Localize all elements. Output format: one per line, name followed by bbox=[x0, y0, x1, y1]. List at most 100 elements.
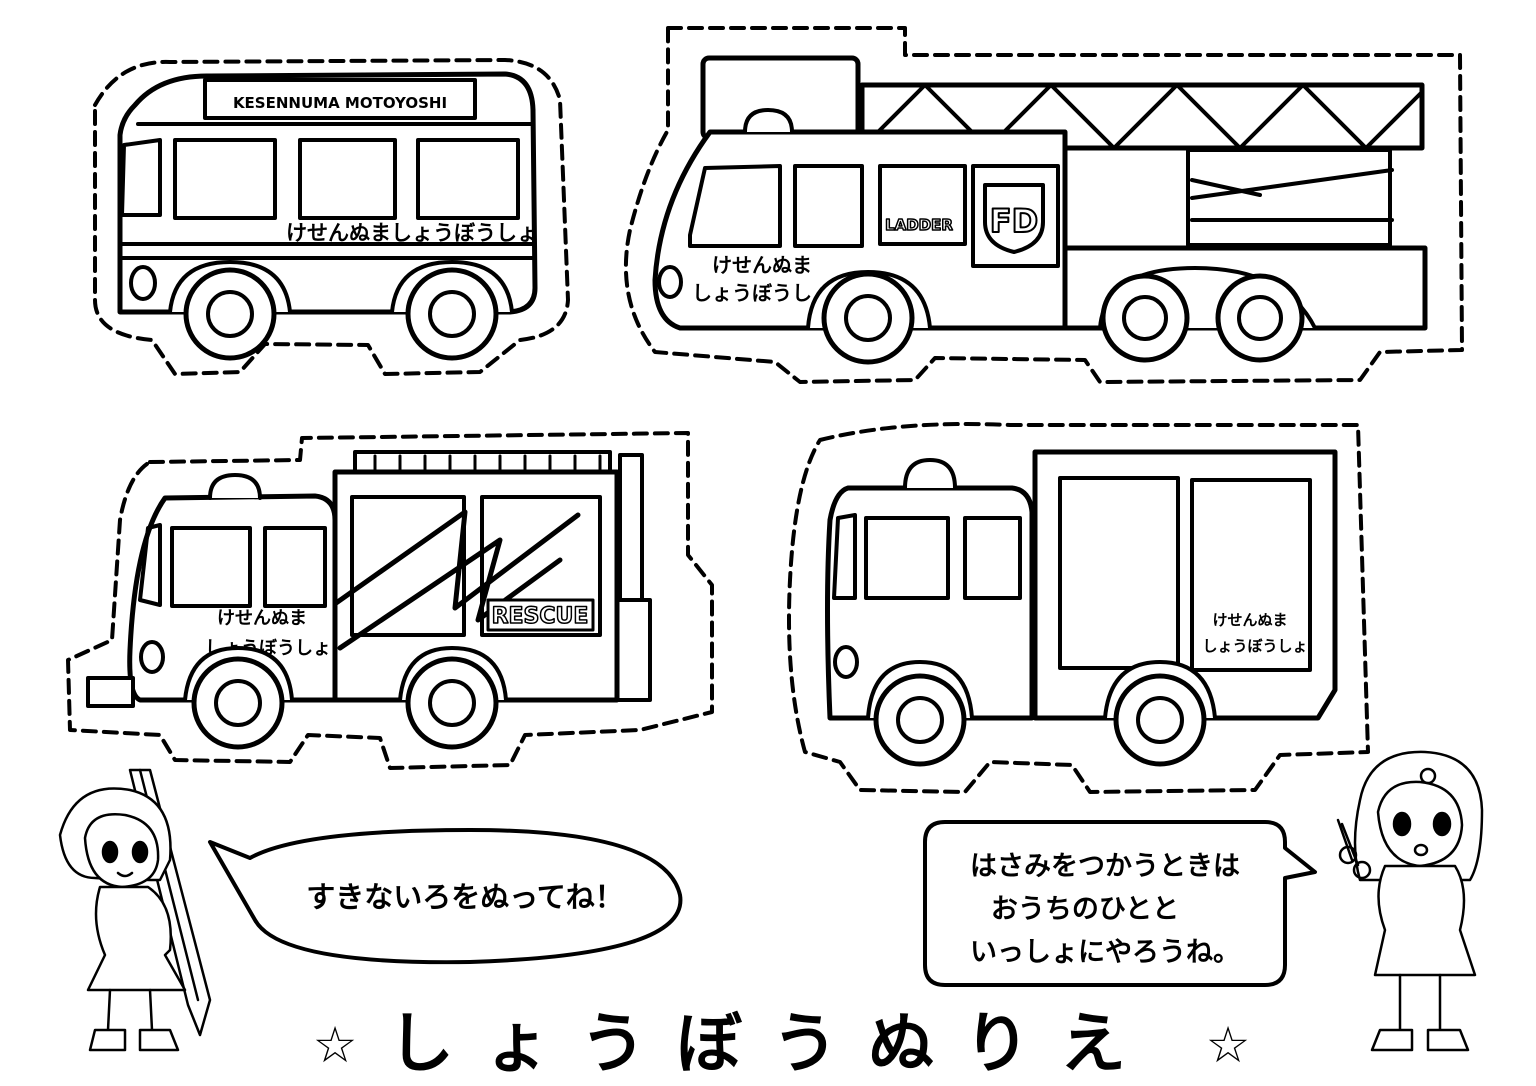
pumper-truck-cut-line bbox=[787, 422, 1370, 794]
rescue-rear-hub bbox=[428, 679, 476, 727]
ladder-truck-windshield bbox=[688, 164, 782, 248]
rescue-truck-window-1 bbox=[170, 526, 252, 608]
rescue-lightning-stripe bbox=[302, 509, 581, 651]
rescue-label-plate bbox=[486, 598, 595, 632]
pumper-truck-window-2 bbox=[963, 516, 1022, 600]
ladder-truck-rear-wheel-2 bbox=[1215, 273, 1305, 363]
bus-headlight bbox=[129, 265, 157, 301]
pumper-station-line1: けせんぬま bbox=[1212, 611, 1287, 629]
pumper-rear-body bbox=[1032, 449, 1338, 721]
rescue-truck-cut-line bbox=[66, 431, 714, 770]
bus-windshield bbox=[120, 138, 162, 217]
page-title: ☆ しょうぼうぬりえ ☆ bbox=[313, 1005, 1251, 1082]
right-girl-legs bbox=[1398, 973, 1442, 1032]
ladder-truck-headlight bbox=[657, 265, 683, 299]
title-text: しょうぼうぬりえ bbox=[388, 1005, 1156, 1082]
bus-rear-wheel bbox=[405, 267, 499, 361]
pumper-rear-hub bbox=[1136, 696, 1184, 744]
ladder-truck-door-panel bbox=[878, 164, 967, 246]
rescue-box-window-2 bbox=[480, 495, 602, 637]
right-bubble-line1: はさみをつかうときは bbox=[970, 851, 1240, 882]
right-girl-shoes bbox=[1370, 1028, 1470, 1052]
right-girl-body bbox=[1373, 864, 1477, 977]
fd-badge-text: FD bbox=[990, 202, 1038, 240]
ladder-station-line1: けせんぬま bbox=[712, 253, 812, 277]
left-girl-legs bbox=[106, 988, 154, 1032]
right-bubble-line3: いっしょにやろうね。 bbox=[970, 937, 1240, 968]
pumper-truck-windshield bbox=[832, 513, 857, 600]
bus-destination-sign bbox=[203, 78, 477, 120]
rescue-truck-window-2 bbox=[263, 526, 327, 608]
pumper-truck-coloring-group: けせんぬま しょうぼうしょ bbox=[787, 422, 1370, 794]
bus-cut-line bbox=[93, 58, 570, 376]
rescue-front-hub bbox=[214, 679, 262, 727]
bus-station-label: けせんぬましょうぼうしょ bbox=[286, 221, 538, 245]
rescue-truck-headlight bbox=[139, 640, 165, 674]
bus-front-hub bbox=[206, 290, 254, 338]
right-bubble-shape bbox=[923, 820, 1317, 987]
right-girl-with-scissors-illustration bbox=[1336, 750, 1484, 1052]
ladder-truck-coloring-group: LADDER FD けせんぬま しょうぼうしょ bbox=[623, 26, 1464, 384]
ladder-truck-beacon bbox=[743, 108, 794, 134]
title-star-left: ☆ bbox=[313, 1016, 358, 1074]
fd-shield-icon bbox=[983, 183, 1045, 254]
right-bubble-line2: おうちのひとと bbox=[991, 894, 1179, 925]
rescue-panel-label: RESCUE bbox=[492, 604, 589, 629]
left-girl-with-pencil-illustration bbox=[58, 768, 212, 1052]
pumper-front-hub bbox=[896, 696, 944, 744]
ladder-truck-door-panel-2 bbox=[971, 164, 1060, 268]
pumper-truck-cab bbox=[825, 485, 1035, 721]
pumper-rear-panel-2 bbox=[1190, 478, 1312, 672]
ladder-truck-cut-line bbox=[623, 26, 1464, 384]
rescue-rear-box bbox=[332, 469, 620, 703]
left-girl-shoes bbox=[88, 1028, 180, 1052]
bus-window-1 bbox=[173, 138, 277, 220]
left-girl-eye-r bbox=[131, 840, 149, 864]
pumper-rear-wheel bbox=[1113, 673, 1207, 767]
ladder-truck-rear-wheel-1 bbox=[1100, 273, 1190, 363]
left-girl-eye-l bbox=[101, 840, 119, 864]
right-girl-mouth bbox=[1413, 843, 1429, 857]
left-girl-mouth bbox=[116, 871, 134, 878]
ladder-station-line2: しょうぼうしょ bbox=[692, 281, 832, 305]
bus-window-3 bbox=[416, 138, 520, 220]
ladder-truck-front-wheel bbox=[821, 271, 915, 365]
ladder-truck-front-hub bbox=[844, 294, 892, 342]
bus-window-2 bbox=[298, 138, 397, 220]
rescue-truck-windshield bbox=[138, 523, 162, 607]
pumper-station-line2: しょうぼうしょ bbox=[1202, 637, 1307, 655]
rescue-roof-rack bbox=[353, 450, 612, 474]
scissors-icon bbox=[1336, 818, 1372, 880]
rescue-truck-coloring-group: RESCUE けせんぬま しょうぼうしょ bbox=[66, 431, 714, 770]
title-star-right: ☆ bbox=[1206, 1016, 1251, 1074]
rescue-rear-bumper-block bbox=[613, 598, 652, 702]
rescue-roof-rack-slots bbox=[373, 454, 602, 474]
pumper-truck-window-1 bbox=[864, 516, 950, 600]
right-speech-bubble: はさみをつかうときは おうちのひとと いっしょにやろうね。 bbox=[923, 820, 1317, 987]
bus-sign-text: KESENNUMA MOTOYOSHI bbox=[233, 94, 447, 112]
left-bubble-shape bbox=[208, 828, 683, 965]
rescue-station-line1: けせんぬま bbox=[217, 608, 307, 629]
pumper-front-wheel bbox=[873, 673, 967, 767]
rescue-ladder-post bbox=[618, 453, 644, 602]
ladder-rungs bbox=[860, 83, 1424, 150]
left-bubble-text: すきないろをぬってね！ bbox=[306, 880, 624, 914]
ladder-truck-rear-hub-2 bbox=[1237, 295, 1283, 341]
rescue-rear-wheel bbox=[405, 656, 499, 750]
rescue-front-bumper bbox=[86, 676, 135, 708]
pumper-rear-panel-1 bbox=[1058, 476, 1180, 670]
bus-rear-hub bbox=[428, 290, 476, 338]
ladder-arm bbox=[1186, 148, 1394, 247]
bus-front-wheel bbox=[183, 267, 277, 361]
rescue-front-wheel bbox=[191, 656, 285, 750]
ladder-door-label: LADDER bbox=[885, 216, 953, 234]
bus-body bbox=[117, 71, 538, 315]
left-speech-bubble: すきないろをぬってね！ bbox=[208, 828, 683, 965]
ladder-truck-rear-hub-1 bbox=[1122, 295, 1168, 341]
pumper-truck-headlight bbox=[833, 645, 859, 679]
left-girl-face bbox=[83, 813, 160, 889]
left-girl-body bbox=[86, 885, 187, 992]
right-girl-face bbox=[1376, 780, 1464, 868]
ladder-truck-side-window bbox=[793, 164, 864, 248]
